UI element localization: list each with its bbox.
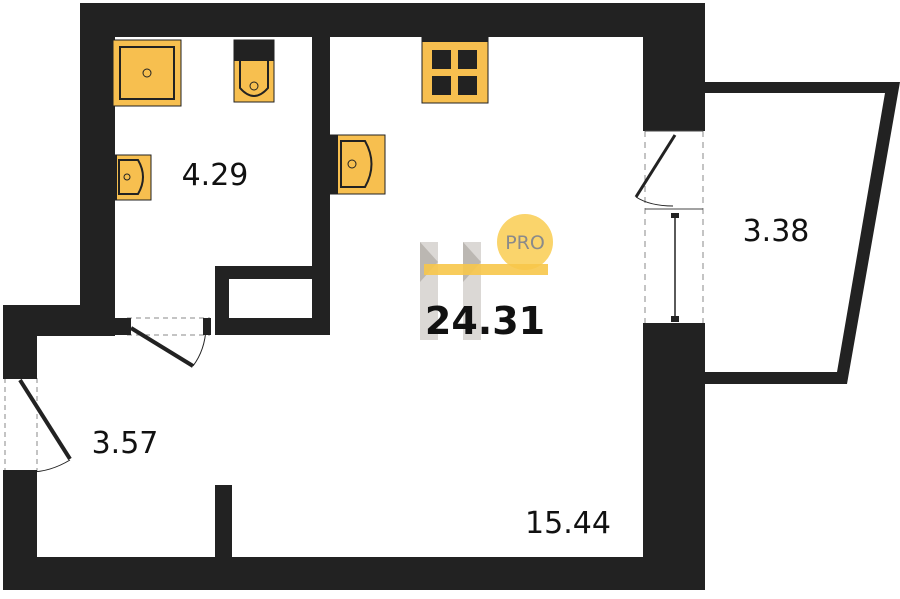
- washbasin-icon: [111, 154, 152, 201]
- right-wall-upper: [643, 3, 705, 131]
- entrance-door[interactable]: [3, 371, 72, 478]
- area-living-kitchen: 15.44: [525, 506, 611, 541]
- area-balcony: 3.38: [743, 214, 810, 249]
- toilet-icon: [233, 39, 275, 103]
- balcony-door[interactable]: [634, 130, 704, 323]
- top-wall: [80, 3, 705, 37]
- watermark-logo: PRO: [420, 214, 553, 340]
- bathroom-left-wall: [80, 3, 115, 335]
- balcony-wall: [705, 82, 900, 384]
- area-bathroom: 4.29: [182, 158, 249, 193]
- bathroom-door[interactable]: [123, 317, 211, 368]
- pro-badge: [497, 214, 553, 270]
- pro-badge-text: PRO: [505, 232, 545, 254]
- right-wall-lower: [643, 323, 705, 590]
- kitchen-sink-icon: [329, 134, 386, 195]
- left-wall-upper: [3, 305, 37, 375]
- shower-tray-icon: [112, 39, 182, 107]
- left-wall-lower: [3, 475, 37, 590]
- partition-stub: [215, 485, 232, 557]
- bottom-wall: [3, 557, 705, 590]
- stove-icon: [421, 36, 489, 104]
- bathroom-right-wall: [312, 37, 330, 335]
- shaft-inner: [229, 279, 312, 318]
- walls: [3, 3, 900, 590]
- total-area: 24.31: [425, 299, 545, 343]
- area-hallway: 3.57: [92, 426, 159, 461]
